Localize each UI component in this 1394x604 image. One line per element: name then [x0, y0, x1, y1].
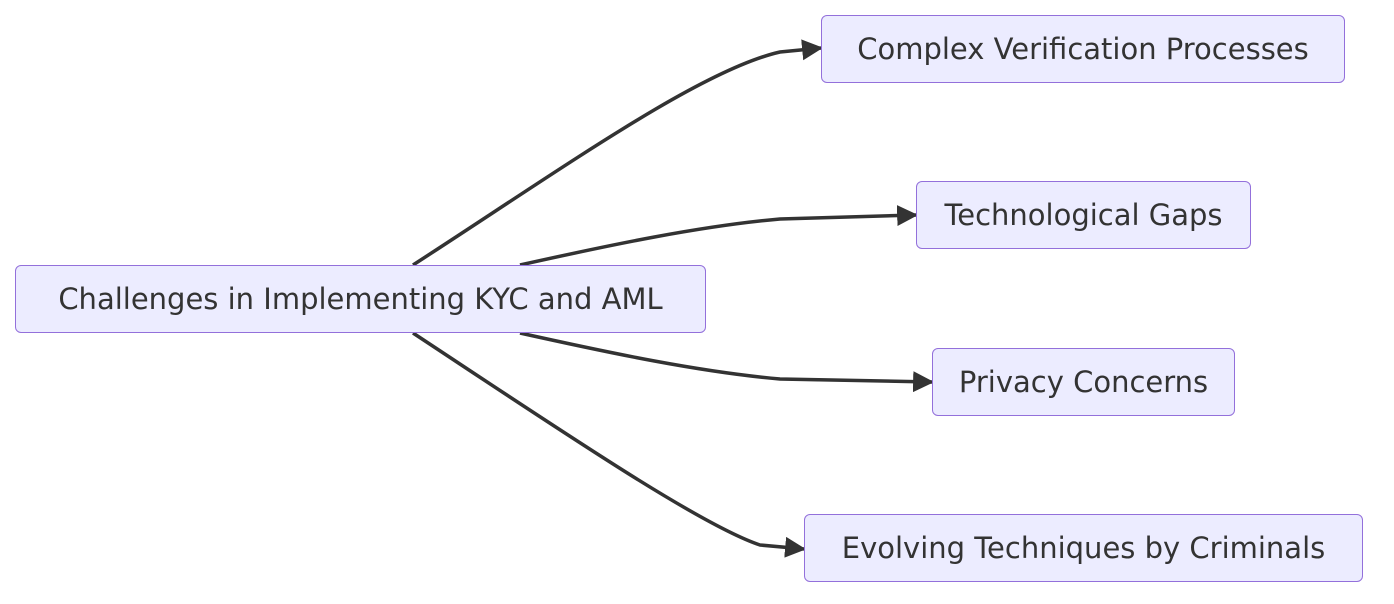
- edge-root-to-evolving-techniques: [412, 331, 807, 558]
- node-label: Complex Verification Processes: [857, 31, 1309, 66]
- node-label: Evolving Techniques by Criminals: [841, 530, 1326, 565]
- edge-root-to-privacy-concerns: [519, 331, 935, 393]
- node-complex-verification-processes: Complex Verification Processes: [821, 15, 1345, 83]
- node-label: Challenges in Implementing KYC and AML: [58, 281, 663, 316]
- node-evolving-techniques-by-criminals: Evolving Techniques by Criminals: [804, 514, 1363, 582]
- node-technological-gaps: Technological Gaps: [916, 181, 1251, 249]
- edge-root-to-technological-gaps: [519, 205, 919, 267]
- node-label: Privacy Concerns: [958, 364, 1209, 399]
- node-challenges-kyc-aml: Challenges in Implementing KYC and AML: [15, 265, 706, 333]
- node-privacy-concerns: Privacy Concerns: [932, 348, 1235, 416]
- edge-root-to-complex-verification: [412, 39, 824, 267]
- node-label: Technological Gaps: [944, 197, 1223, 232]
